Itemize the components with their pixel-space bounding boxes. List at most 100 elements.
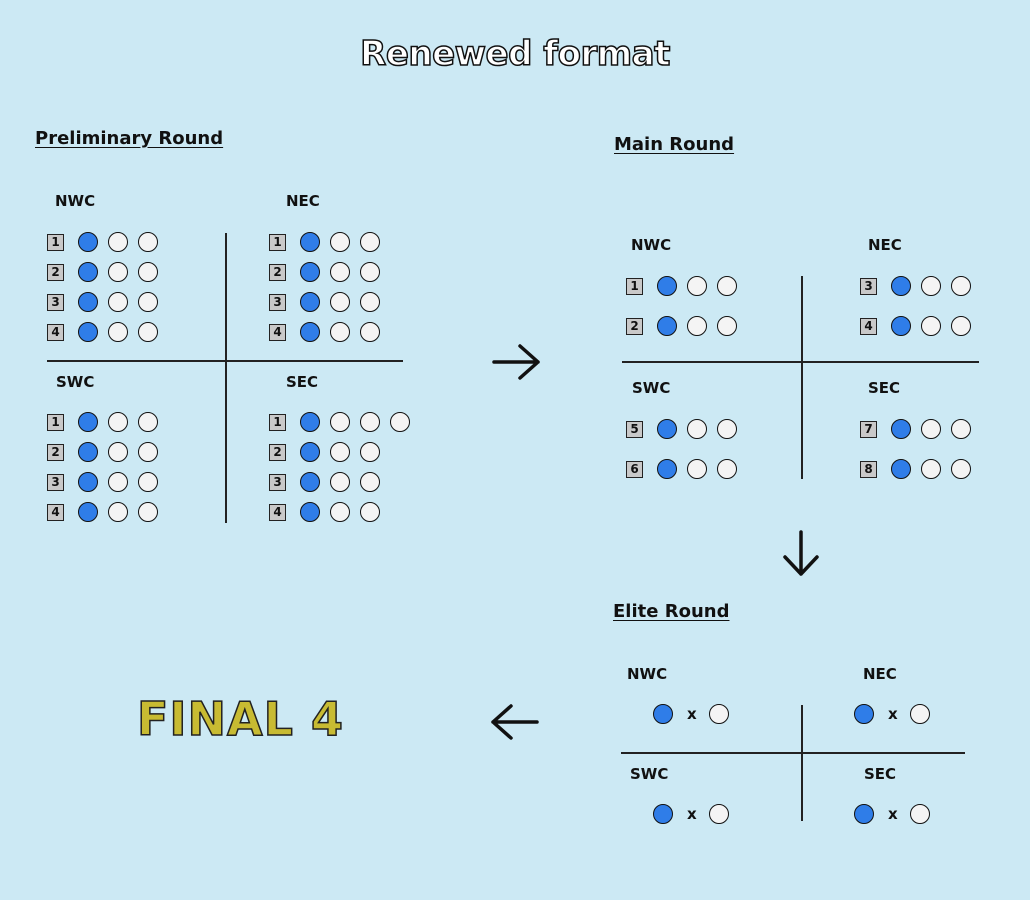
- team-row: 1: [47, 232, 168, 252]
- team-dot: [687, 459, 707, 479]
- team-row: 2: [269, 262, 390, 282]
- matchup-row: x: [854, 804, 940, 824]
- versus-marker: x: [687, 805, 697, 823]
- group-label-sec: SEC: [864, 765, 897, 783]
- seed-badge: 6: [626, 460, 643, 478]
- matchup-away-dot: [708, 804, 729, 824]
- matchup-home-dot: [653, 804, 673, 824]
- seed-badge: 4: [269, 503, 286, 521]
- group-divider-horizontal: [621, 752, 965, 754]
- seed-badge: 3: [47, 473, 64, 491]
- qualified-team-dot: [300, 442, 320, 462]
- team-dot: [390, 412, 410, 432]
- team-dot: [717, 459, 737, 479]
- team-row: 4: [47, 322, 168, 342]
- team-dot: [951, 419, 971, 439]
- group-divider-vertical: [801, 276, 803, 479]
- group-label-nec: NEC: [863, 665, 897, 683]
- qualified-team-dot: [300, 502, 320, 522]
- qualified-team-dot: [78, 412, 98, 432]
- qualified-team-dot: [300, 232, 320, 252]
- group-label-nec: NEC: [286, 192, 320, 210]
- qualified-team-dot: [300, 412, 320, 432]
- matchup-away-dot: [909, 704, 930, 724]
- team-row: 3: [269, 472, 390, 492]
- team-dot: [108, 502, 128, 522]
- team-row: 2: [626, 316, 747, 336]
- diagram-title: Renewed format: [359, 33, 671, 75]
- qualified-team-dot: [78, 442, 98, 462]
- team-dot: [330, 442, 350, 462]
- group-label-swc: SWC: [56, 373, 95, 391]
- team-dot: [717, 276, 737, 296]
- qualified-team-dot: [300, 262, 320, 282]
- team-row: 3: [269, 292, 390, 312]
- group-divider-horizontal: [622, 361, 979, 363]
- qualified-team-dot: [78, 472, 98, 492]
- group-divider-vertical: [801, 705, 803, 821]
- team-dot: [138, 262, 158, 282]
- seed-badge: 2: [47, 443, 64, 461]
- seed-badge: 8: [860, 460, 877, 478]
- team-dot: [330, 262, 350, 282]
- arrow-down-icon: [783, 530, 819, 576]
- qualified-team-dot: [657, 316, 677, 336]
- seed-badge: 5: [626, 420, 643, 438]
- team-row: 4: [269, 322, 390, 342]
- matchup-away-dot: [909, 804, 930, 824]
- team-row: 5: [626, 419, 747, 439]
- team-dot: [330, 232, 350, 252]
- team-dot: [108, 442, 128, 462]
- team-row: 6: [626, 459, 747, 479]
- seed-badge: 2: [269, 443, 286, 461]
- qualified-team-dot: [657, 459, 677, 479]
- team-row: 1: [626, 276, 747, 296]
- seed-badge: 1: [269, 233, 286, 251]
- team-dot: [921, 459, 941, 479]
- team-dot: [360, 262, 380, 282]
- qualified-team-dot: [300, 472, 320, 492]
- qualified-team-dot: [891, 459, 911, 479]
- seed-badge: 3: [860, 277, 877, 295]
- team-row: 2: [269, 442, 390, 462]
- elite-round-title: Elite Round: [613, 601, 730, 622]
- qualified-team-dot: [300, 322, 320, 342]
- qualified-team-dot: [78, 292, 98, 312]
- team-dot: [330, 292, 350, 312]
- preliminary-round-title: Preliminary Round: [35, 128, 224, 149]
- seed-badge: 4: [860, 317, 877, 335]
- team-row: 8: [860, 459, 981, 479]
- team-dot: [138, 502, 158, 522]
- team-row: 1: [269, 232, 390, 252]
- team-dot: [687, 276, 707, 296]
- team-row: 1: [47, 412, 168, 432]
- team-dot: [951, 459, 971, 479]
- team-row: 4: [47, 502, 168, 522]
- qualified-team-dot: [300, 292, 320, 312]
- team-dot: [138, 472, 158, 492]
- team-dot: [330, 322, 350, 342]
- seed-badge: 4: [269, 323, 286, 341]
- matchup-away-dot: [708, 704, 729, 724]
- group-label-swc: SWC: [630, 765, 669, 783]
- seed-badge: 1: [269, 413, 286, 431]
- team-row: 2: [47, 442, 168, 462]
- matchup-home-dot: [854, 804, 874, 824]
- team-row: 3: [47, 292, 168, 312]
- team-dot: [687, 316, 707, 336]
- seed-badge: 1: [47, 233, 64, 251]
- team-dot: [108, 472, 128, 492]
- seed-badge: 2: [626, 317, 643, 335]
- team-dot: [360, 292, 380, 312]
- versus-marker: x: [888, 805, 898, 823]
- team-dot: [360, 442, 380, 462]
- versus-marker: x: [687, 705, 697, 723]
- group-label-nwc: NWC: [55, 192, 96, 210]
- qualified-team-dot: [891, 419, 911, 439]
- team-dot: [717, 419, 737, 439]
- team-dot: [138, 322, 158, 342]
- group-label-sec: SEC: [286, 373, 319, 391]
- team-dot: [108, 412, 128, 432]
- team-dot: [138, 412, 158, 432]
- team-dot: [360, 472, 380, 492]
